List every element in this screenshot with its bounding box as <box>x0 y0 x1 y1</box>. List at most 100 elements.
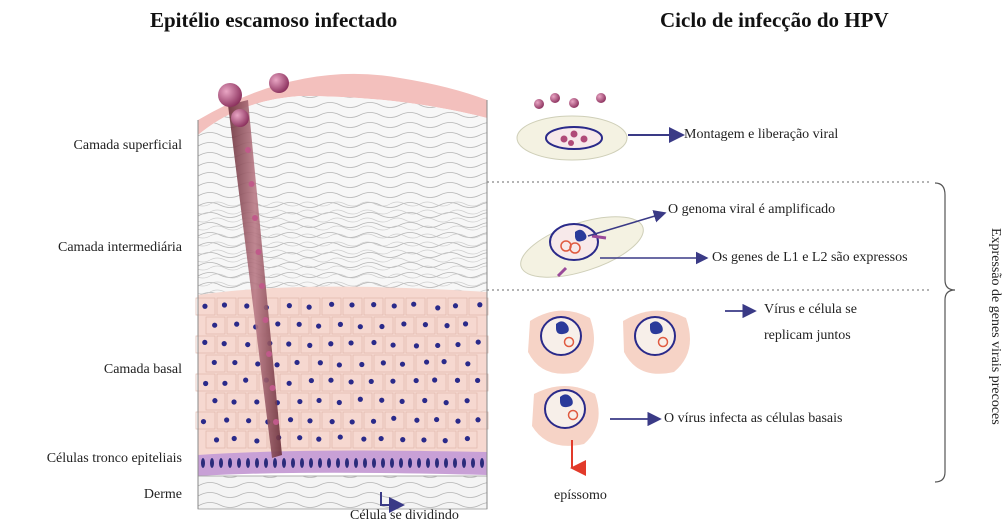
cell-nucleus <box>475 378 480 383</box>
stem-cell-nucleus <box>345 458 349 468</box>
cell-nucleus <box>350 419 355 424</box>
cell-nucleus <box>337 400 342 405</box>
cell-nucleus <box>337 362 342 367</box>
cell-nucleus <box>222 302 227 307</box>
cell-nucleus <box>297 399 302 404</box>
cell-nucleus <box>245 342 250 347</box>
stem-cell-nucleus <box>228 458 232 468</box>
label-genome-amplified: O genoma viral é amplificado <box>668 202 835 218</box>
cell-nucleus <box>441 359 446 364</box>
stem-cell-nucleus <box>246 458 250 468</box>
stem-cell-nucleus <box>408 458 412 468</box>
stem-cell-nucleus <box>453 458 457 468</box>
stage-infection <box>532 386 660 468</box>
label-replicate-line1: Vírus e célula se <box>764 302 857 318</box>
cell-nucleus <box>392 303 397 308</box>
cell-nucleus <box>316 437 321 442</box>
label-l1-l2-expressed: Os genes de L1 e L2 são expressos <box>712 250 908 266</box>
cell-nucleus <box>414 418 419 423</box>
cell-nucleus <box>381 360 386 365</box>
stem-cell-nucleus <box>354 458 358 468</box>
cell-nucleus <box>309 378 314 383</box>
nucleus <box>550 224 598 260</box>
cell-nucleus <box>294 360 299 365</box>
cell-nucleus <box>349 302 354 307</box>
virion-particle <box>263 317 269 323</box>
label-intermediate-layer: Camada intermediária <box>58 240 182 256</box>
cell-nucleus <box>358 324 363 329</box>
stem-cell-nucleus <box>462 458 466 468</box>
cell-nucleus <box>255 361 260 366</box>
stem-cell-nucleus <box>426 458 430 468</box>
cell-nucleus <box>254 438 259 443</box>
virion-particle <box>249 181 255 187</box>
cell-nucleus <box>401 321 406 326</box>
cell-nucleus <box>203 381 208 386</box>
cell-nucleus <box>421 437 426 442</box>
cell-nucleus <box>400 362 405 367</box>
cell-nucleus <box>465 398 470 403</box>
cell-nucleus <box>434 417 439 422</box>
stem-cell-nucleus <box>318 458 322 468</box>
cell-nucleus <box>231 399 236 404</box>
virion <box>569 98 579 108</box>
stem-cell-nucleus <box>237 458 241 468</box>
cell-nucleus <box>202 340 207 345</box>
cell-nucleus <box>201 419 206 424</box>
label-dermis: Derme <box>144 487 182 503</box>
cell-nucleus <box>328 378 333 383</box>
cell-nucleus <box>455 378 460 383</box>
virion-particle <box>270 385 276 391</box>
cell-nucleus <box>287 381 292 386</box>
cell-nucleus <box>307 305 312 310</box>
stem-cell-nucleus <box>210 458 214 468</box>
stem-cell-nucleus <box>282 458 286 468</box>
cell-nucleus <box>224 417 229 422</box>
cell-nucleus <box>361 436 366 441</box>
cell-nucleus <box>400 437 405 442</box>
cell-nucleus <box>214 437 219 442</box>
stem-cell-nucleus <box>471 458 475 468</box>
label-stem-cells: Células tronco epiteliais <box>47 451 182 467</box>
cell-nucleus <box>358 397 363 402</box>
cell-nucleus <box>359 362 364 367</box>
cell-nucleus <box>244 303 249 308</box>
stem-cell-nucleus <box>372 458 376 468</box>
stem-cell-nucleus <box>300 458 304 468</box>
cell-nucleus <box>232 436 237 441</box>
stem-cell-nucleus <box>363 458 367 468</box>
cell-nucleus <box>330 419 335 424</box>
cell-nucleus <box>369 379 374 384</box>
stem-cell-nucleus <box>219 458 223 468</box>
cell-nucleus <box>212 398 217 403</box>
cell-nucleus <box>288 417 293 422</box>
cell-nucleus <box>232 360 237 365</box>
cell-nucleus <box>297 435 302 440</box>
stem-cell-layer <box>198 451 487 476</box>
cell-nucleus <box>307 343 312 348</box>
label-infects-basal: O vírus infecta as células basais <box>664 411 842 427</box>
stage-assembly <box>517 93 683 160</box>
intermediate-texture <box>198 200 487 295</box>
cell-nucleus <box>371 340 376 345</box>
virion-particle <box>245 147 251 153</box>
cell-nucleus <box>476 339 481 344</box>
cell-nucleus <box>414 343 419 348</box>
cell-nucleus <box>212 360 217 365</box>
cell-nucleus <box>307 418 312 423</box>
stem-cell-nucleus <box>201 458 205 468</box>
cell-nucleus <box>422 398 427 403</box>
virion <box>231 109 249 127</box>
cell-nucleus <box>348 340 353 345</box>
basal-region <box>198 287 487 455</box>
dermis-texture <box>198 476 487 509</box>
cell-nucleus <box>477 302 482 307</box>
stem-cell-nucleus <box>480 458 484 468</box>
cell-nucleus <box>444 323 449 328</box>
cell-nucleus <box>222 381 227 386</box>
cell-nucleus <box>338 322 343 327</box>
cell-nucleus <box>453 303 458 308</box>
cell-nucleus <box>411 302 416 307</box>
cell-nucleus <box>316 323 321 328</box>
